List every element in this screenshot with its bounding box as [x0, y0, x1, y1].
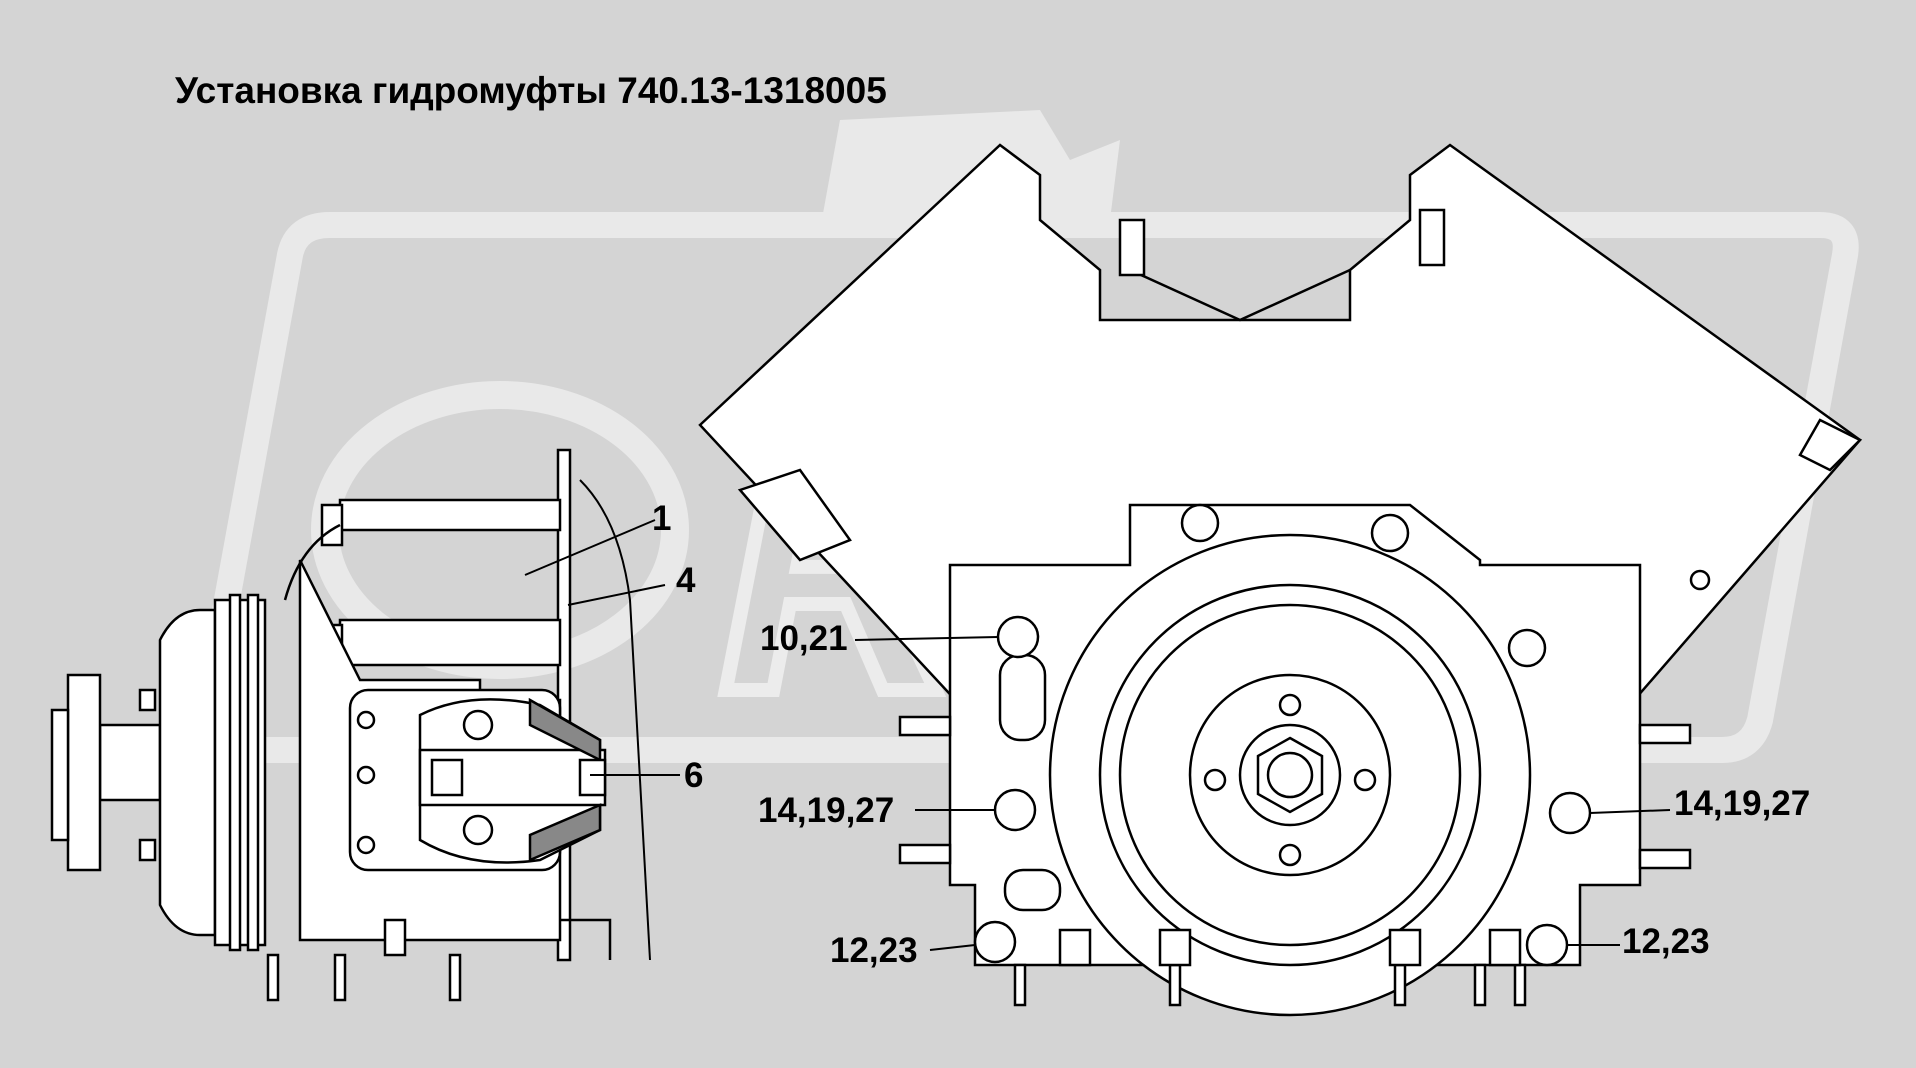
flange-outer: [50, 708, 70, 842]
callout-12-23-left: 12,23: [830, 931, 918, 970]
callout-10-21: 10,21: [760, 619, 848, 658]
bolt-14-19-27-left: [993, 788, 1037, 832]
fan-hub: [158, 608, 217, 937]
callout-14-19-27-left: 14,19,27: [758, 791, 894, 830]
leader-lines: [524, 519, 1671, 951]
bolt-12-23-right: [1525, 923, 1569, 967]
watermark-logo: [191, 110, 1859, 763]
flange-disc: [66, 673, 102, 872]
bolt-12-23-left: [973, 920, 1017, 964]
callout-12-23-right: 12,23: [1622, 922, 1710, 961]
upper-bracket: [338, 498, 562, 532]
shaft-hub: [98, 723, 162, 802]
section-cut: [418, 697, 607, 864]
callout-6: 6: [684, 756, 703, 795]
middle-bracket: [338, 618, 562, 667]
side-view: [50, 448, 651, 1002]
bolt-14-19-27-right: [1548, 791, 1592, 835]
bolt-head: [320, 503, 344, 547]
callout-14-19-27-right: 14,19,27: [1674, 784, 1810, 823]
center-nut: [1256, 736, 1324, 814]
callout-1: 1: [652, 499, 671, 538]
bolt-10-21: [996, 615, 1040, 659]
front-view: [698, 143, 1863, 1017]
callout-labels: 1 4 6 10,21 14,19,27 14,19,27 12,23 12,2…: [652, 499, 1810, 970]
callout-4: 4: [676, 561, 696, 600]
diagram-title: Установка гидромуфты 740.13-1318005: [175, 70, 887, 111]
